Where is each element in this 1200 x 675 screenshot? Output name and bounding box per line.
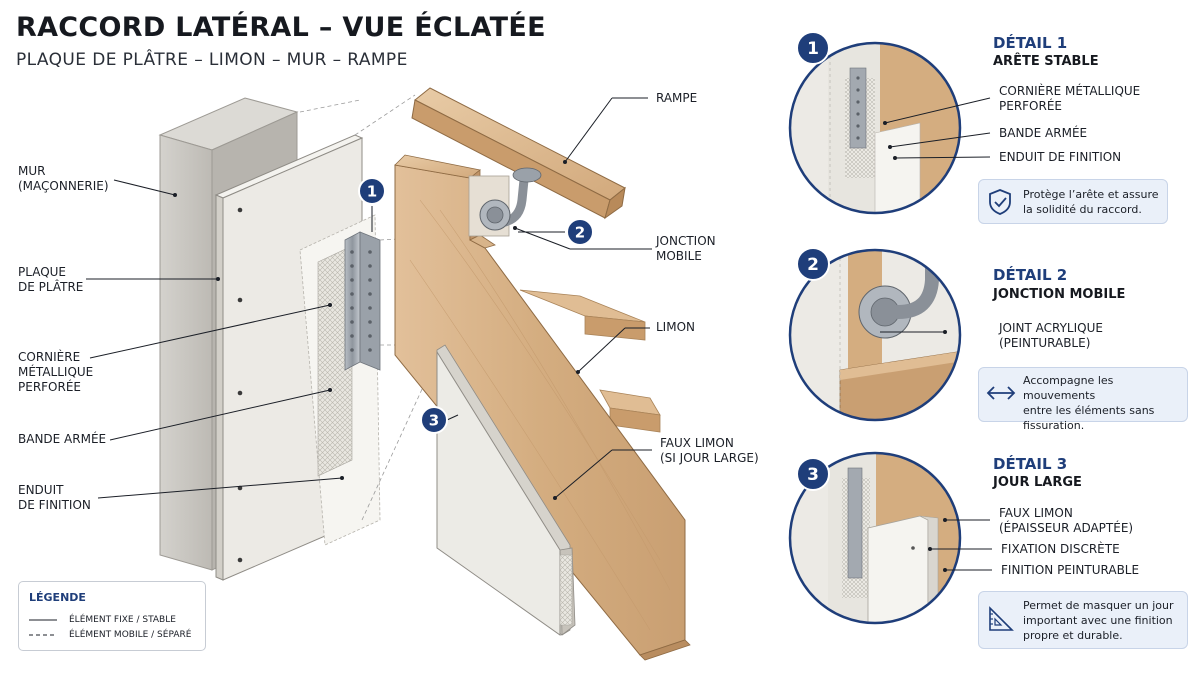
label-limon: LIMON	[656, 320, 695, 334]
legend-line-icons	[29, 619, 57, 636]
label-faux-limon: FAUX LIMON (SI JOUR LARGE)	[660, 436, 759, 465]
detail-2-label-joint: JOINT ACRYLIQUE (PEINTURABLE)	[999, 321, 1103, 350]
exploded-view-illustration	[86, 87, 691, 661]
detail-2-badge: 2	[796, 247, 830, 281]
shield-check-icon	[989, 189, 1011, 215]
svg-text:1: 1	[367, 183, 377, 201]
detail-1-note-text: Protège l’arête et assure la solidité du…	[1023, 188, 1159, 216]
svg-text:3: 3	[807, 465, 819, 485]
leader-lines	[86, 97, 652, 499]
detail-3-label-faux-limon: FAUX LIMON (ÉPAISSEUR ADAPTÉE)	[999, 506, 1134, 535]
svg-text:2: 2	[575, 224, 585, 242]
svg-text:2: 2	[807, 255, 819, 275]
label-enduit: ENDUIT DE FINITION	[18, 483, 91, 512]
stair-steps	[519, 289, 661, 433]
badge-1: 1	[358, 177, 386, 205]
detail-3-subtitle: JOUR LARGE	[993, 475, 1082, 490]
label-corniere: CORNIÈRE MÉTALLIQUE PERFORÉE	[18, 350, 94, 394]
leader-dots	[173, 160, 580, 500]
ruler-icon	[989, 606, 1014, 631]
detail-2-title: DÉTAIL 2	[993, 266, 1068, 284]
detail-3-label-fixation: FIXATION DISCRÈTE	[1001, 542, 1120, 556]
detail-3-badge: 3	[796, 457, 830, 491]
detail-3-title: DÉTAIL 3	[993, 455, 1068, 473]
false-stringer-panel	[436, 344, 576, 636]
handrail-bracket	[479, 167, 542, 231]
detail-3-label-finition: FINITION PEINTURABLE	[1001, 563, 1140, 577]
detail-3-note: Permet de masquer un jour important avec…	[978, 591, 1188, 649]
page-subtitle: PLAQUE DE PLÂTRE – LIMON – MUR – RAMPE	[16, 50, 408, 70]
detail-1-label-corniere: CORNIÈRE MÉTALLIQUE PERFORÉE	[999, 84, 1141, 113]
svg-text:1: 1	[807, 39, 819, 59]
legend: LÉGENDE ÉLÉMENT FIXE / STABLE ÉLÉMENT MO…	[18, 581, 206, 651]
badge-2: 2	[566, 218, 594, 246]
legend-mobile: ÉLÉMENT MOBILE / SÉPARÉ	[69, 630, 192, 640]
detail-1-note: Protège l’arête et assure la solidité du…	[978, 179, 1168, 224]
detail-1-subtitle: ARÊTE STABLE	[993, 54, 1099, 69]
double-arrow-icon	[986, 386, 1016, 400]
detail-2-note: Accompagne les mouvements entre les élém…	[978, 367, 1188, 432]
perforated-metal-angle	[344, 231, 381, 371]
legend-fixed: ÉLÉMENT FIXE / STABLE	[69, 615, 176, 625]
detail-leader-lines	[880, 97, 992, 572]
detail-1-illustration	[788, 41, 962, 215]
page-title: RACCORD LATÉRAL – VUE ÉCLATÉE	[16, 12, 546, 43]
detail-1-badge: 1	[796, 31, 830, 65]
detail-1-title: DÉTAIL 1	[993, 34, 1068, 52]
label-mur: MUR (MAÇONNERIE)	[18, 164, 109, 193]
label-rampe: RAMPE	[656, 91, 698, 105]
legend-title: LÉGENDE	[29, 591, 86, 604]
detail-2-illustration	[788, 248, 962, 422]
handrail-rampe	[411, 87, 626, 220]
label-bande: BANDE ARMÉE	[18, 432, 107, 446]
detail-1-label-enduit: ENDUIT DE FINITION	[999, 150, 1122, 164]
label-plaque: PLAQUE DE PLÂTRE	[18, 265, 84, 294]
label-jonction: JONCTION MOBILE	[656, 234, 716, 263]
svg-text:3: 3	[429, 412, 439, 430]
detail-2-note-text: Accompagne les mouvements entre les élém…	[1023, 374, 1155, 432]
mesh-tape-layer	[317, 245, 353, 477]
badge-3: 3	[420, 406, 448, 434]
detail-1-label-bande: BANDE ARMÉE	[999, 126, 1088, 140]
detail-3-note-text: Permet de masquer un jour important avec…	[1023, 599, 1174, 642]
detail-2-subtitle: JONCTION MOBILE	[993, 287, 1126, 302]
